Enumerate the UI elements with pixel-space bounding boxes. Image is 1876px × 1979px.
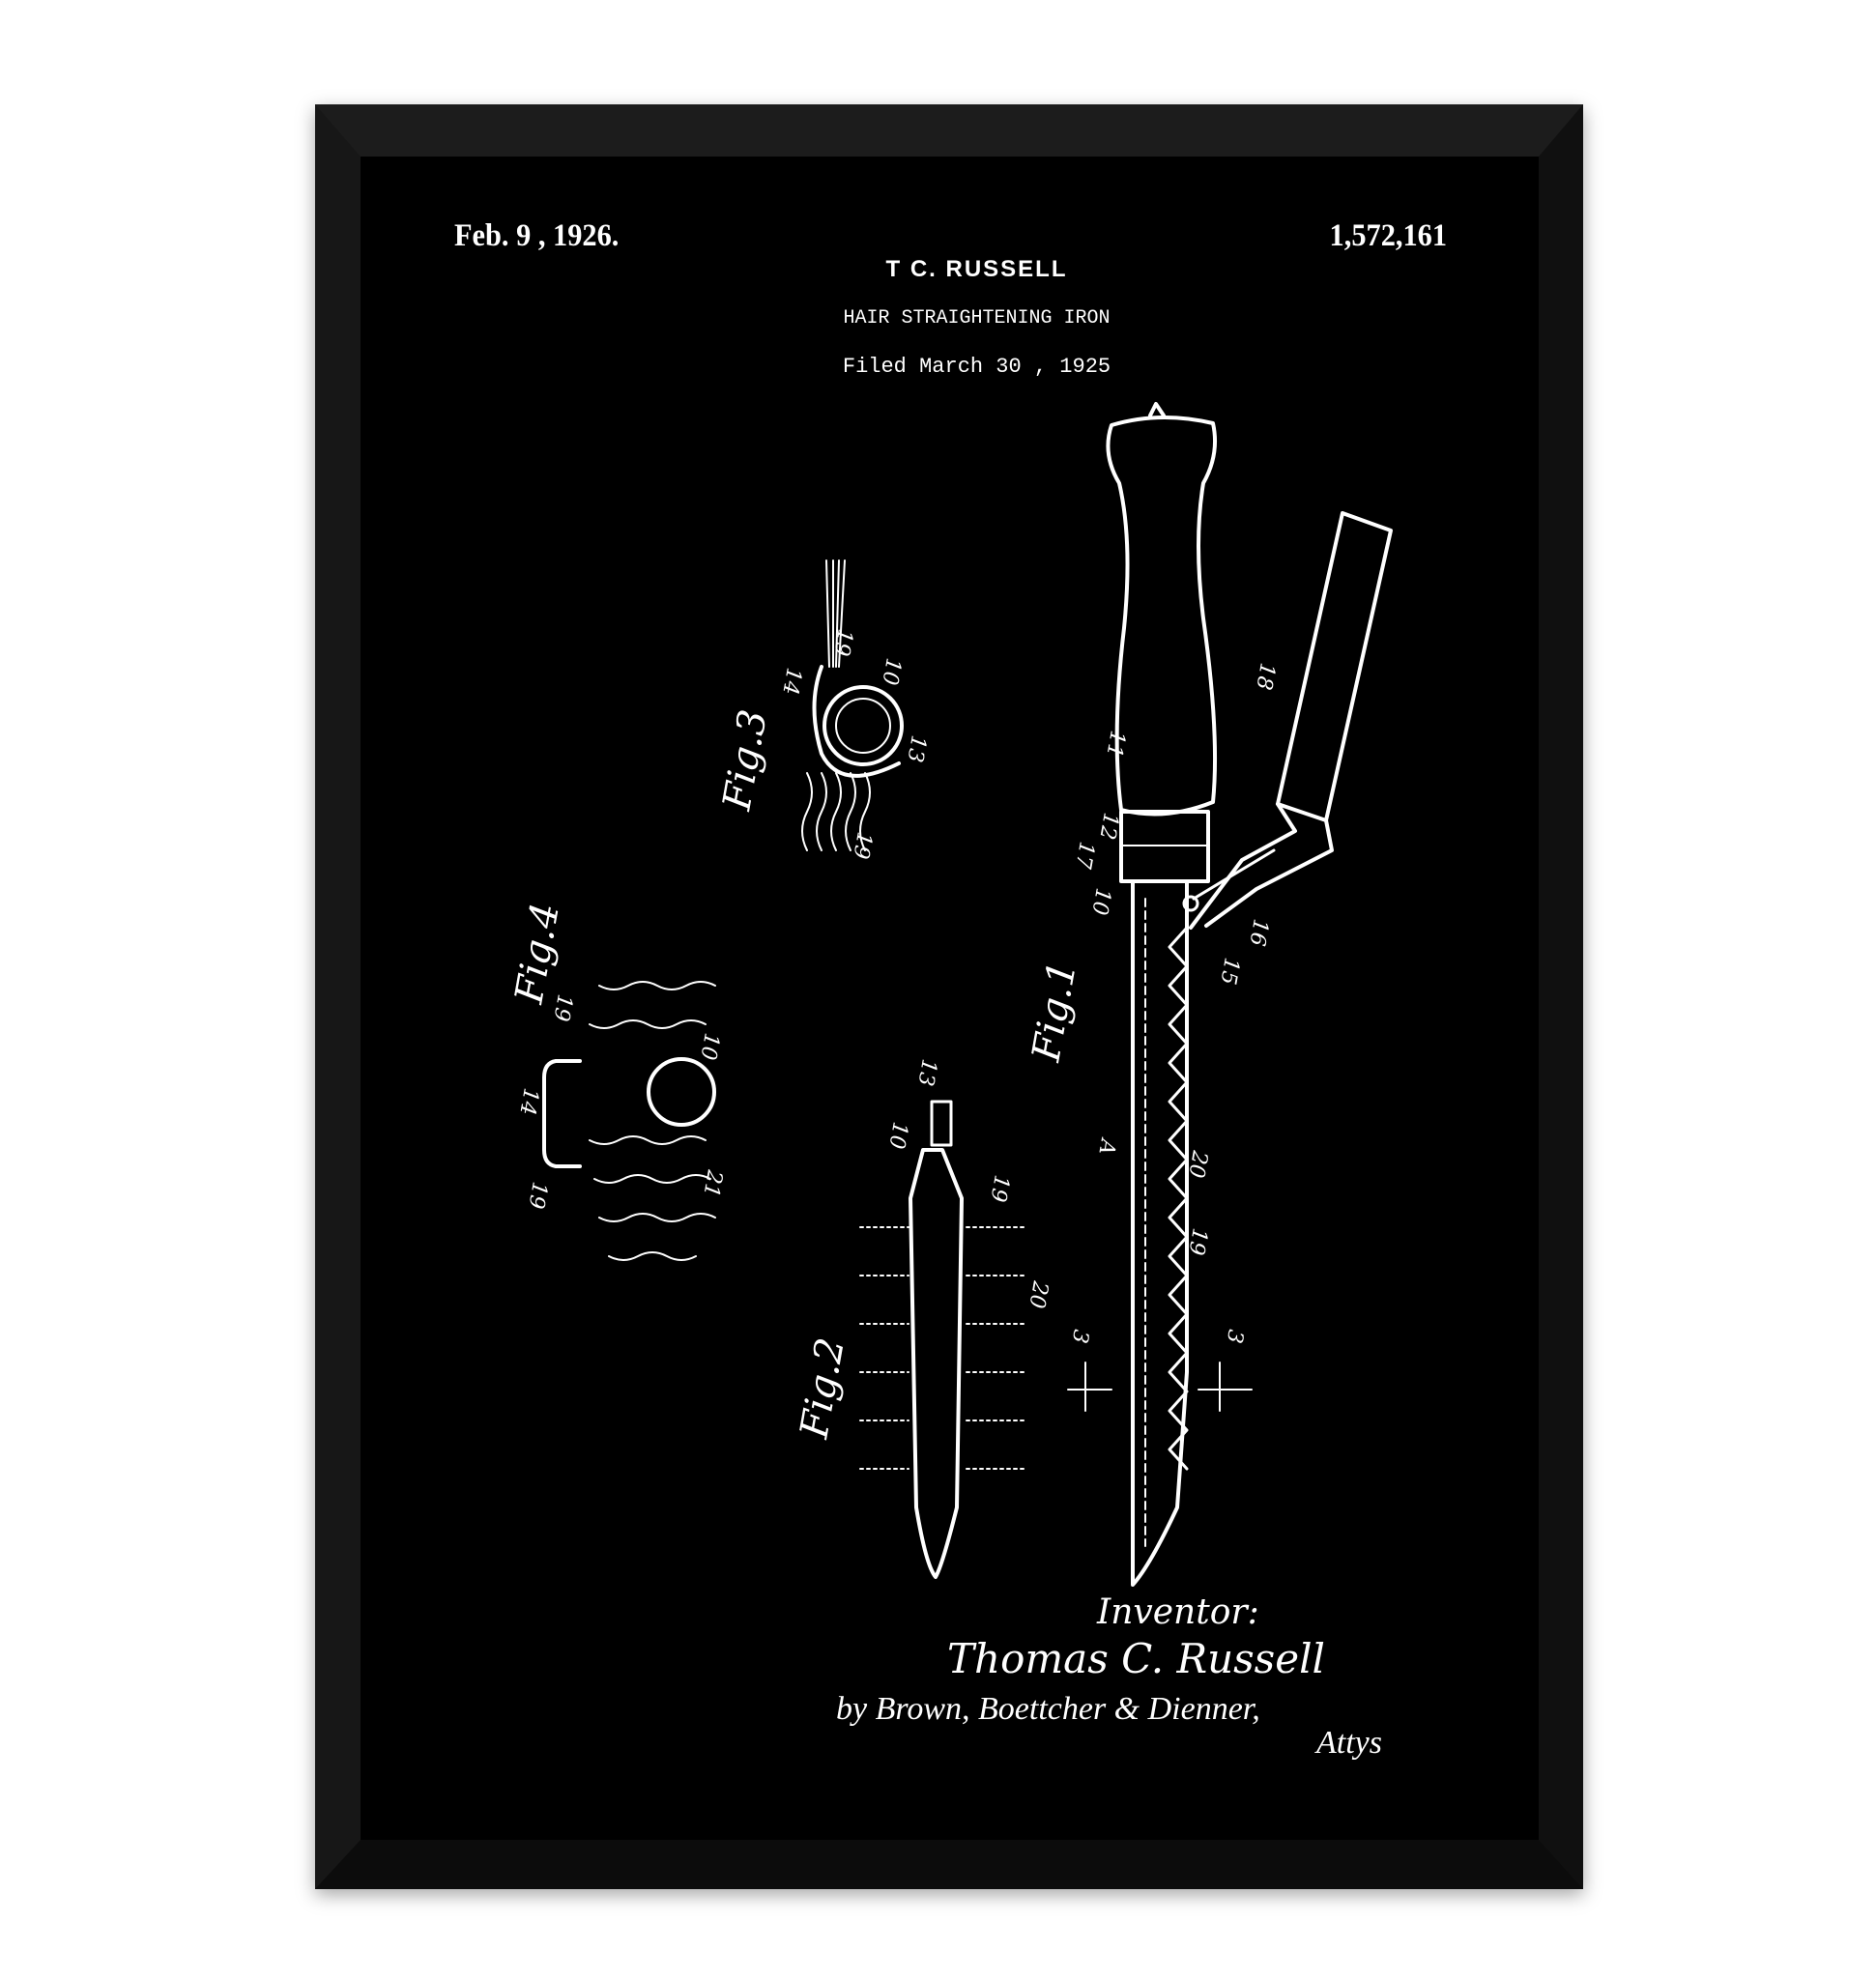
ref-numeral: 3 — [1222, 1328, 1248, 1345]
ref-numeral: 12 — [1094, 811, 1122, 842]
ref-numeral: 10 — [877, 656, 905, 687]
ref-numeral: 19 — [548, 992, 576, 1023]
inventor-header: T C. RUSSELL — [885, 256, 1068, 282]
patent-number: 1,572,161 — [1329, 218, 1447, 253]
attys-label: Attys — [1316, 1725, 1382, 1761]
ref-numeral: 19 — [848, 830, 876, 861]
ref-numeral: 3 — [1067, 1328, 1093, 1345]
ref-numeral: 21 — [698, 1167, 727, 1199]
fig1-drawing — [1067, 402, 1393, 1587]
ref-numeral: 17 — [1070, 840, 1098, 871]
attorneys-signature: by Brown, Boettcher & Dienner, — [836, 1691, 1260, 1727]
ref-numeral: 18 — [1251, 661, 1279, 692]
ref-numeral: 14 — [777, 666, 805, 697]
ref-numeral: 15 — [1215, 956, 1243, 987]
fig1-label: Fig.1 — [1024, 958, 1085, 1066]
ref-numeral: 10 — [883, 1120, 911, 1151]
ref-numeral: 11 — [1101, 729, 1129, 760]
ref-numeral: 14 — [514, 1086, 542, 1117]
ref-numeral: 20 — [1183, 1148, 1212, 1180]
ref-numeral: A — [1093, 1135, 1120, 1157]
ref-numeral: 19 — [985, 1173, 1013, 1204]
ref-numeral: 19 — [1183, 1226, 1211, 1257]
ref-numeral: 10 — [695, 1031, 723, 1062]
fig2-drawing — [859, 1100, 1025, 1579]
fig4-drawing — [542, 981, 716, 1261]
inventor-name: Thomas C. Russell — [947, 1635, 1325, 1682]
filed-date: Filed March 30 , 1925 — [842, 355, 1111, 379]
ref-numeral: 19 — [828, 627, 856, 658]
patent-date: Feb. 9 , 1926. — [454, 218, 620, 253]
inventor-label: Inventor: — [1097, 1592, 1259, 1632]
poster-background — [361, 157, 1539, 1840]
patent-title: HAIR STRAIGHTENING IRON — [843, 307, 1111, 330]
ref-numeral: 20 — [1024, 1278, 1053, 1310]
fig4-label: Fig.4 — [506, 900, 568, 1008]
ref-numeral: 19 — [523, 1180, 551, 1211]
ref-numeral: 16 — [1244, 917, 1272, 948]
fig2-label: Fig.2 — [792, 1334, 853, 1443]
fig3-label: Fig.3 — [714, 706, 776, 815]
ref-numeral: 13 — [902, 733, 930, 764]
ref-numeral: 13 — [912, 1057, 940, 1088]
fig3-drawing — [801, 559, 904, 851]
ref-numeral: 10 — [1086, 886, 1114, 917]
